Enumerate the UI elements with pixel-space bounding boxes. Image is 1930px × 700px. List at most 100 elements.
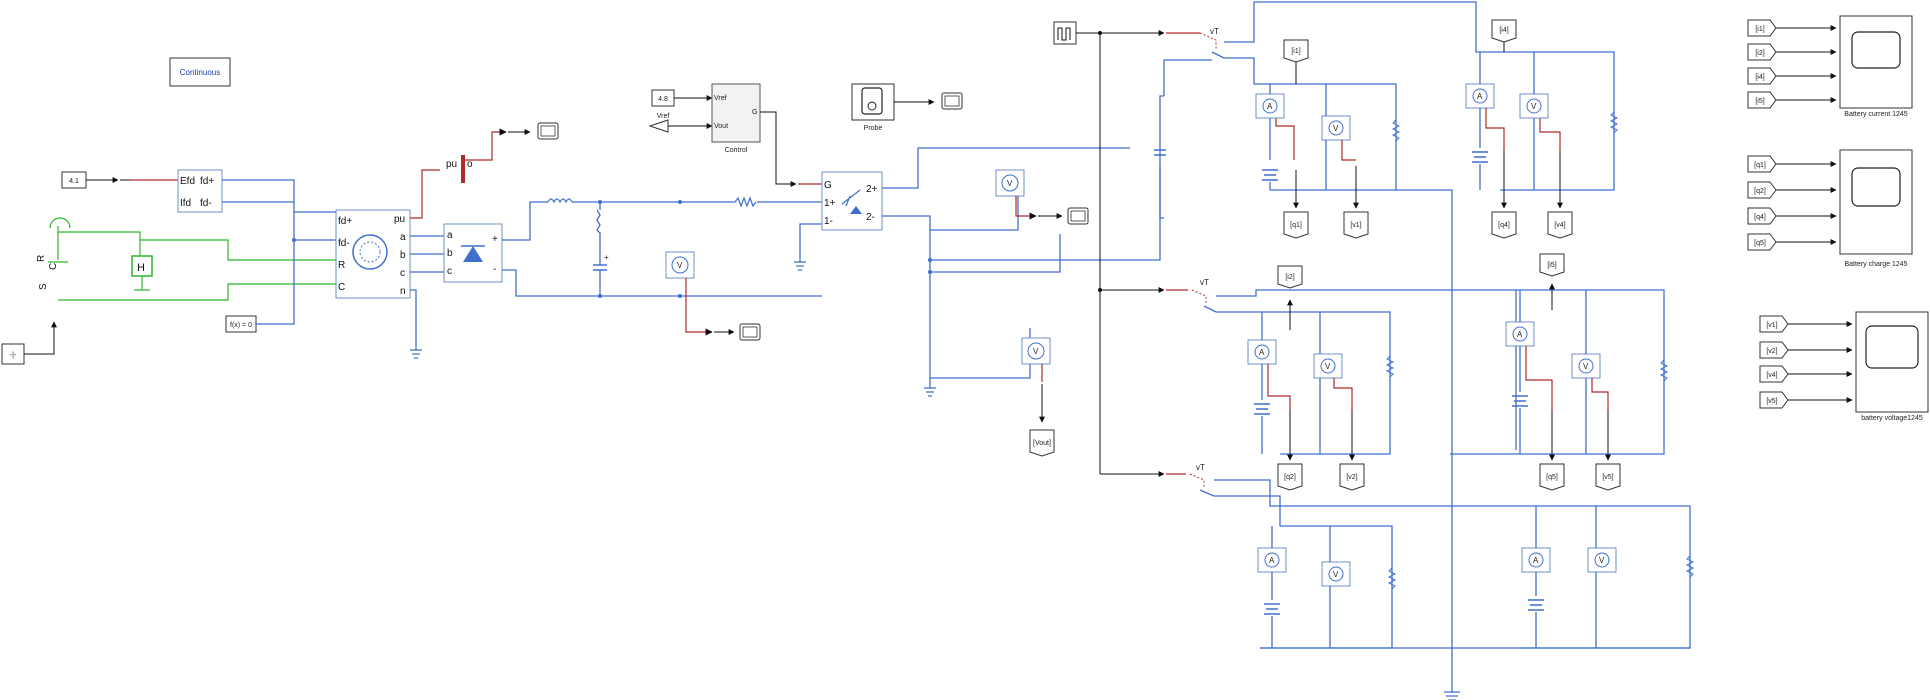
control-subsystem-block[interactable]: Vref Vout G Control [711, 83, 761, 154]
goto-i4-label: [i4] [1499, 27, 1508, 34]
goto-v1[interactable]: [v1] [1343, 211, 1369, 239]
volt-meter-2-letter: V [1325, 362, 1331, 371]
from-voltage-4: [v5] [1766, 398, 1777, 405]
excitation-efd-label: Efd [180, 176, 195, 187]
from-current-1: [i1] [1755, 26, 1764, 33]
battery-charge-scope[interactable]: Battery charge 1245 [1839, 149, 1913, 268]
excitation-ifd-label: Ifd [180, 198, 191, 209]
battery-cell-2[interactable]: A V [1247, 312, 1395, 454]
battery-cell-6[interactable]: A V [1521, 506, 1695, 648]
battery-current-title: Battery current 1245 [1844, 111, 1908, 118]
pulse-icon [1057, 27, 1071, 41]
battery-voltage-scope[interactable]: battery voltage1245 [1855, 311, 1929, 422]
machine-pu: pu [394, 214, 405, 225]
volt-meter-4-letter: V [1531, 102, 1537, 111]
vref-constant-block[interactable]: 4.8 Vref [651, 89, 675, 120]
scope-4[interactable] [1067, 207, 1089, 225]
dcdc-1minus-port: 1- [824, 216, 833, 227]
vm-vout-letter: V [1033, 347, 1039, 356]
scope-screen-icon [1851, 167, 1901, 207]
voltage-meter-vout[interactable]: V [1021, 337, 1051, 365]
h-label: H [137, 262, 145, 274]
scope-2[interactable] [739, 323, 761, 341]
goto-q1[interactable]: [q1] [1283, 211, 1309, 239]
pulse-generator-block[interactable] [1053, 21, 1077, 45]
switch-1[interactable]: vT [1166, 27, 1225, 59]
probe-block[interactable]: Probe [851, 83, 895, 132]
from-voltage-2: [v2] [1766, 348, 1777, 355]
breaker-s-label: S [38, 283, 49, 290]
machine-n: n [400, 286, 406, 297]
synchronous-machine-block[interactable]: fd+ fd- R C pu a b c n [335, 209, 411, 299]
battery-voltage-title: battery voltage1245 [1861, 415, 1923, 422]
fx-zero-block[interactable]: f(x) = 0 [225, 315, 257, 333]
goto-vout-label: [Vout] [1033, 440, 1051, 447]
goto-vout[interactable]: [Vout] [1029, 429, 1055, 457]
battery-cell-5[interactable]: A V [1505, 290, 1669, 454]
goto-i5[interactable]: [i5] [1539, 253, 1565, 277]
excitation-fd-plus-label: fd+ [200, 176, 214, 187]
from-charge-2: [q2] [1754, 188, 1766, 195]
goto-v2-label: [v2] [1346, 474, 1357, 481]
goto-i1[interactable]: [i1] [1283, 39, 1309, 63]
pu-demux-block[interactable]: pu o [446, 155, 473, 183]
battery-current-scope[interactable]: Battery current 1245 [1839, 15, 1913, 118]
from-current-3: [i4] [1755, 74, 1764, 81]
diode-rectifier-block[interactable]: a b c + - [443, 223, 503, 283]
battery-cell-4[interactable]: A V [1465, 52, 1619, 190]
rect-b: b [447, 248, 453, 259]
battery-icon [1472, 151, 1488, 163]
scope-screen-icon [1865, 325, 1919, 369]
goto-i4[interactable]: [i4] [1491, 19, 1517, 43]
goto-q4[interactable]: [q4] [1491, 211, 1517, 239]
control-vref-port: Vref [714, 95, 727, 102]
scope-3[interactable] [941, 92, 963, 110]
constant-4-1-block[interactable]: 4.1 [61, 171, 87, 189]
goto-q4-label: [q4] [1498, 222, 1510, 229]
voltage-meter-2[interactable]: V [995, 169, 1025, 197]
diode-icon [463, 246, 483, 262]
volt-meter-1-letter: V [1333, 124, 1339, 133]
switch-2[interactable]: vT [1166, 278, 1217, 313]
scope-1[interactable] [537, 122, 559, 140]
goto-v5[interactable]: [v5] [1595, 463, 1621, 491]
dcdc-1plus-port: 1+ [824, 198, 836, 209]
from-voltage-3: [v4] [1766, 372, 1777, 379]
switch-3[interactable]: vT [1166, 463, 1215, 497]
neg-constant-block[interactable]: -|- [1, 343, 25, 365]
goto-q2[interactable]: [q2] [1277, 463, 1303, 491]
from-tags-current: [i1] [i2] [i4] [i5] [1747, 19, 1777, 109]
dcdc-g-port: G [824, 180, 832, 191]
machine-a: a [400, 232, 406, 243]
machine-rotor-icon [352, 234, 388, 270]
amp-meter-5-letter: A [1517, 330, 1523, 339]
from-current-4: [i5] [1755, 98, 1764, 105]
powergui-continuous-block[interactable]: Continuous [169, 57, 231, 87]
goto-i2[interactable]: [i2] [1277, 265, 1303, 289]
excitation-system-block[interactable]: Efd fd+ Ifd fd- [177, 169, 223, 213]
machine-b: b [400, 250, 406, 261]
control-vout-port: Vout [714, 123, 728, 130]
voltage-meter-1[interactable]: V [665, 251, 695, 279]
battery-cell-3[interactable]: A V [1257, 526, 1397, 648]
battery-cell-1[interactable]: A V [1255, 84, 1401, 190]
dcdc-converter-block[interactable]: G 1+ 1- 2+ 2- [821, 171, 883, 231]
from-charge-1: [q1] [1754, 162, 1766, 169]
goto-i2-label: [i2] [1285, 274, 1294, 281]
probe-label: Probe [864, 125, 883, 132]
constant-value: 4.1 [69, 178, 79, 185]
goto-v4[interactable]: [v4] [1547, 211, 1573, 239]
ground-h-block[interactable]: H [131, 255, 153, 291]
breaker-block[interactable]: S C R [36, 217, 71, 290]
machine-fd-plus: fd+ [338, 216, 352, 227]
goto-q5[interactable]: [q5] [1539, 463, 1565, 491]
machine-fd-minus: fd- [338, 238, 350, 249]
battery-charge-title: Battery charge 1245 [1844, 261, 1907, 268]
pu-label: pu [446, 159, 457, 170]
goto-v2[interactable]: [v2] [1339, 463, 1365, 491]
machine-r: R [338, 260, 345, 271]
solver-label: Continuous [180, 68, 220, 77]
goto-i5-label: [i5] [1547, 262, 1556, 269]
o-label: o [467, 159, 473, 170]
breaker-c-label: C [48, 263, 59, 270]
